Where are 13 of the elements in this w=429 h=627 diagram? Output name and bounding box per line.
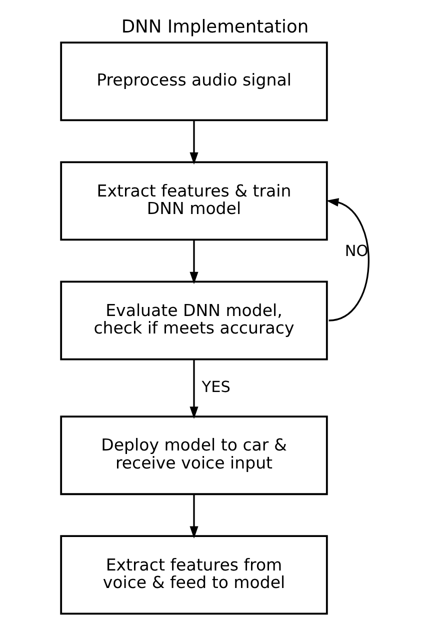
- edge-label: NO: [344, 242, 368, 260]
- node-box: Extract features from voice & feed to model: [60, 535, 328, 615]
- edge-label: YES: [201, 378, 230, 396]
- node-box: Preprocess audio signal: [60, 42, 328, 122]
- arrow: [189, 120, 198, 165]
- node-box: Extract features & train DNN model: [60, 161, 328, 241]
- node-box: Deploy model to car & receive voice input: [60, 416, 328, 496]
- diagram-title: DNN Implementation: [120, 16, 308, 38]
- arrow: [189, 494, 198, 538]
- arrow: [189, 359, 198, 419]
- node-box: Evaluate DNN model, check if meets accuracy: [60, 280, 328, 360]
- arrow: [189, 240, 198, 284]
- arrow: [326, 198, 369, 322]
